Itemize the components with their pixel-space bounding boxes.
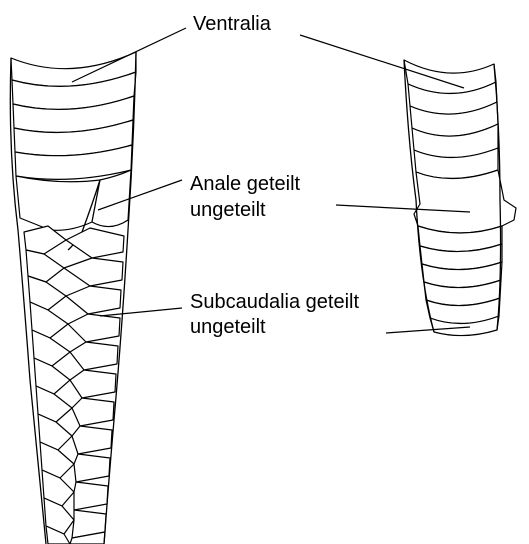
label-subcaudalia-ungeteilt: ungeteilt (190, 316, 266, 338)
left-ventral-scales (11, 52, 136, 179)
label-ventralia: Ventralia (193, 13, 272, 35)
right-tail-undivided-scales (404, 60, 516, 336)
left-subcaudal-scales (24, 226, 124, 544)
label-anale-geteilt: Anale geteilt (190, 173, 301, 195)
label-subcaudalia-geteilt: Subcaudalia geteilt (190, 291, 359, 313)
label-anale-ungeteilt: ungeteilt (190, 199, 266, 221)
leader-ventralia-right (300, 35, 464, 88)
right-ventral-scales (404, 60, 498, 179)
left-tail-divided-scales (10, 52, 136, 544)
